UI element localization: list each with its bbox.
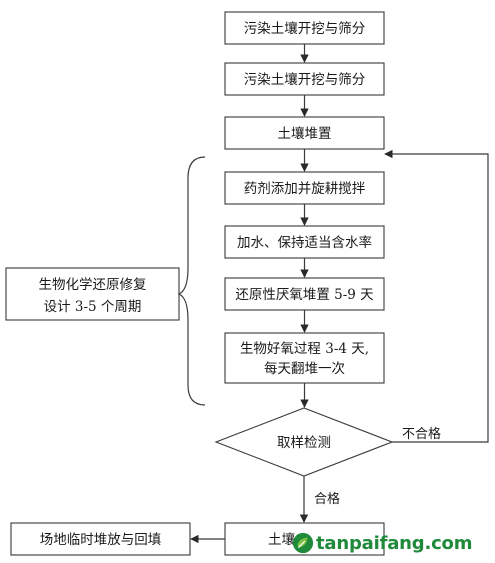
step-box-stockpile — [224, 116, 385, 150]
cycle-label-line1: 生物化学还原修复 — [39, 276, 147, 293]
cycle-label-line2: 设计 3-5 个周期 — [44, 299, 142, 315]
step-box-excavate-1 — [224, 11, 385, 45]
step-label-water: 加水、保持适当含水率 — [237, 234, 372, 251]
watermark-text: tanpaifang.com — [316, 533, 473, 554]
branch-label-fail: 不合格 — [402, 426, 441, 442]
leaf-logo-icon — [292, 532, 314, 554]
step-label-excavate-1: 污染土壤开挖与筛分 — [244, 20, 366, 37]
step-label-add-agent: 药剂添加并旋耕搅拌 — [244, 180, 366, 197]
step-box-add-agent — [224, 171, 385, 205]
decision-label-sampling: 取样检测 — [277, 435, 331, 451]
step-label-stockpile: 土壤堆置 — [278, 125, 332, 142]
step-box-excavate-2 — [224, 62, 385, 96]
branch-label-pass: 合格 — [314, 491, 340, 507]
step-label-final: 土壤 — [268, 531, 295, 548]
step-label-aerobic-1: 生物好氧过程 3-4 天, — [240, 341, 369, 357]
step-label-backfill: 场地临时堆放与回填 — [40, 532, 162, 548]
watermark: tanpaifang.com — [290, 531, 490, 557]
cycle-brace — [177, 156, 206, 406]
step-label-excavate-2: 污染土壤开挖与筛分 — [244, 71, 366, 88]
step-box-anaerobic — [224, 277, 385, 311]
step-label-aerobic-2: 每天翻堆一次 — [264, 361, 345, 377]
step-label-anaerobic: 还原性厌氧堆置 5-9 天 — [235, 287, 374, 303]
arrow-sampling-fail-loop — [384, 149, 489, 443]
step-box-backfill — [10, 522, 191, 556]
